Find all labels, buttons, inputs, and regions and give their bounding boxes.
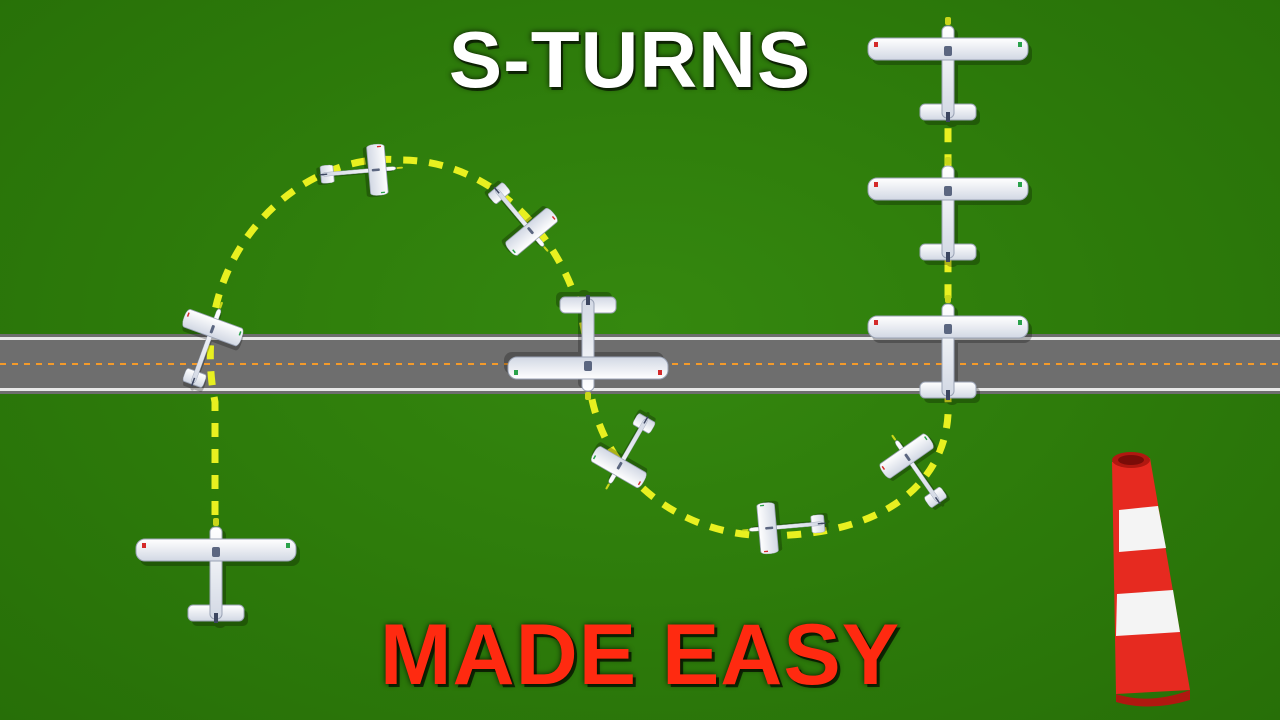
aircraft-exit-2 [867, 156, 1033, 268]
windsock-cone-icon [1112, 452, 1190, 707]
subtitle-made-easy: MADE EASY [379, 607, 901, 703]
title-s-turns: S-TURNS [448, 15, 812, 104]
aircraft-bottom-arc-2 [739, 495, 833, 557]
aircraft-top-arc-1 [312, 141, 406, 203]
aircraft-bottom-arc-3 [868, 417, 968, 525]
aircraft-start [135, 517, 301, 629]
aircraft-bottom-arc-1 [579, 397, 676, 505]
